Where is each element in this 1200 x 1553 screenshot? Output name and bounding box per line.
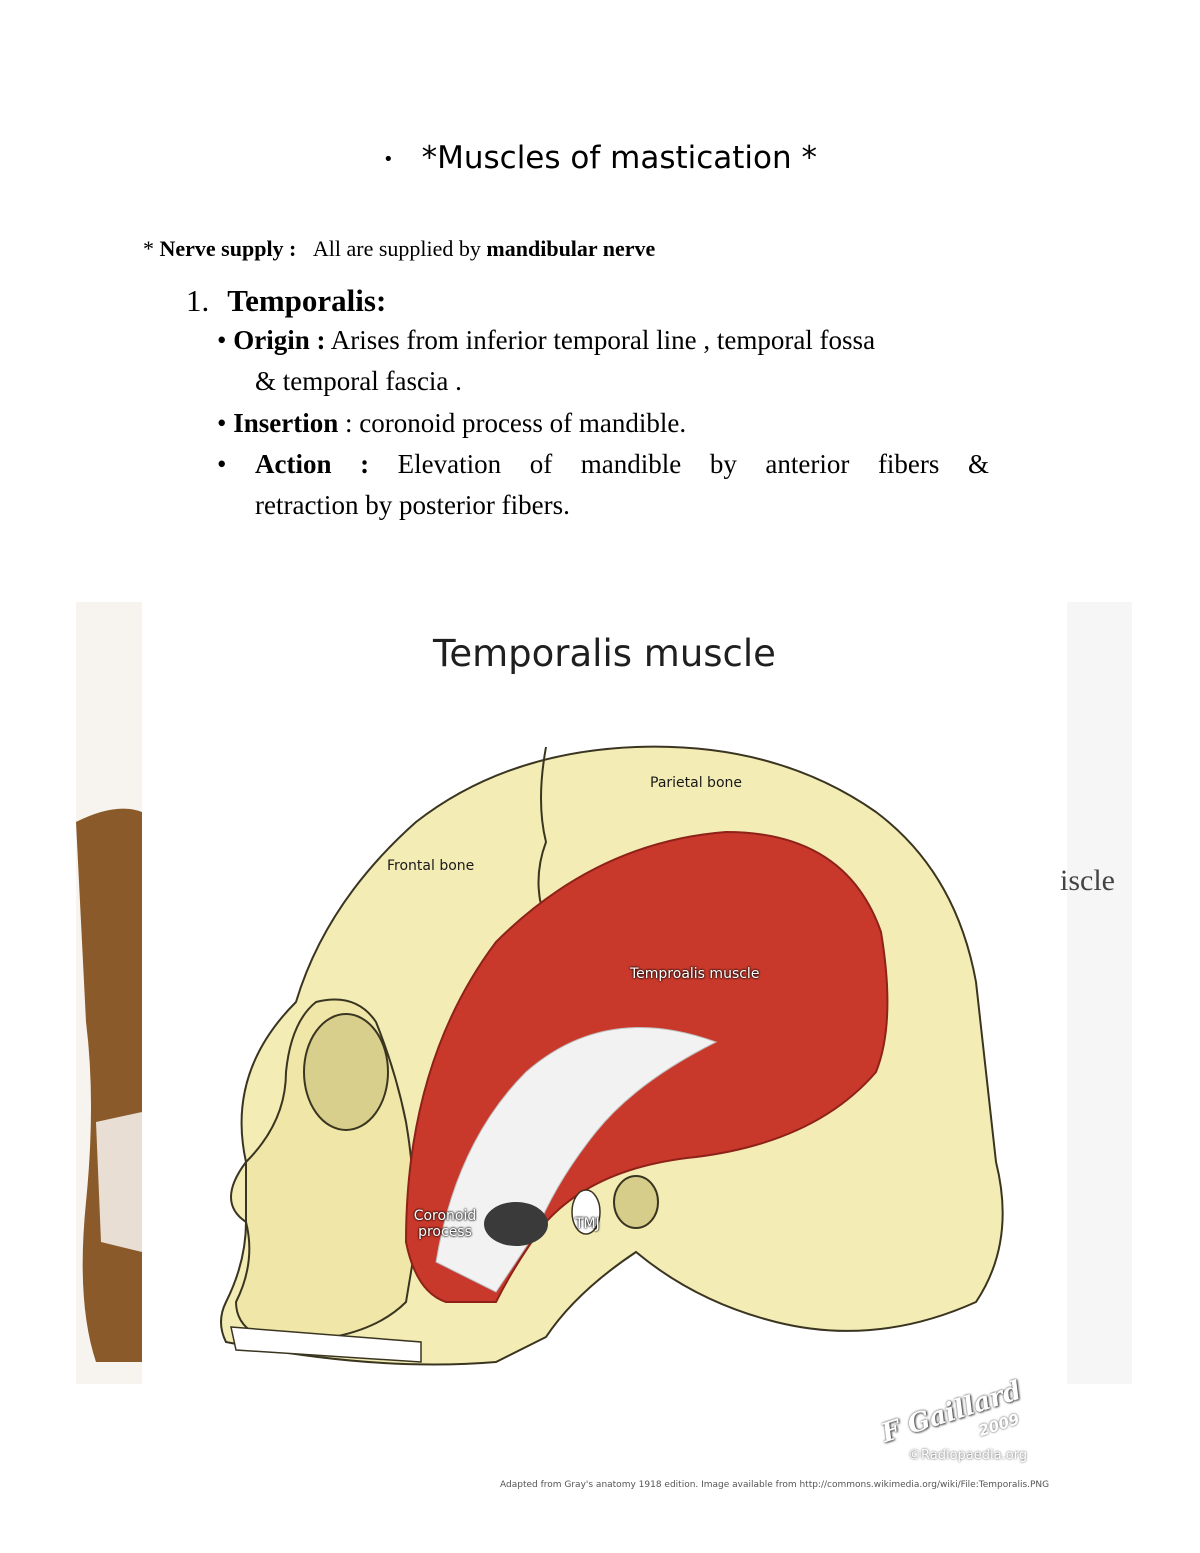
insertion-item: • Insertion : coronoid process of mandib… bbox=[217, 408, 687, 438]
section-title-text: Temporalis: bbox=[227, 283, 387, 318]
section-title: 1. Temporalis: bbox=[186, 283, 386, 319]
figure-title: Temporalis muscle bbox=[433, 632, 776, 675]
coronoid-shadow bbox=[484, 1202, 548, 1246]
insertion-text: : coronoid process of mandible. bbox=[338, 408, 687, 438]
label-temporalis-muscle: Temproalis muscle bbox=[630, 966, 760, 982]
page-heading: • *Muscles of mastication * bbox=[0, 140, 1200, 176]
action-line1: Elevation of mandible by anterior fibers… bbox=[397, 449, 989, 479]
action-item: • Action : Elevation of mandible by ante… bbox=[217, 444, 989, 526]
origin-item: • Origin : Arises from inferior temporal… bbox=[217, 320, 989, 402]
image-credit: Adapted from Gray's anatomy 1918 edition… bbox=[500, 1480, 1050, 1490]
action-label: Action : bbox=[255, 449, 370, 479]
heading-text: *Muscles of mastication * bbox=[421, 140, 818, 176]
watermark: F Gaillard 2009 ©Radiopaedia.org bbox=[878, 1376, 1058, 1472]
tmj-joint bbox=[571, 1189, 601, 1235]
label-parietal-bone: Parietal bone bbox=[650, 775, 742, 791]
right-figure-strip bbox=[1066, 602, 1132, 1384]
skull-illustration bbox=[76, 602, 1067, 1384]
nerve-label: Nerve supply : bbox=[159, 236, 297, 261]
label-frontal-bone: Frontal bone bbox=[387, 858, 475, 874]
nerve-supply-line: * Nerve supply : All are supplied by man… bbox=[143, 236, 655, 262]
side-cutoff-text: iscle bbox=[1060, 864, 1115, 897]
label-tmj: TMJ bbox=[575, 1216, 600, 1232]
origin-line1: Arises from inferior temporal line , tem… bbox=[325, 325, 876, 355]
left-skull-fragment bbox=[76, 808, 142, 1362]
watermark-site: ©Radiopaedia.org bbox=[908, 1448, 1028, 1463]
nerve-text: All are supplied by bbox=[312, 236, 487, 261]
ear-canal bbox=[613, 1175, 659, 1229]
left-teeth bbox=[96, 1112, 142, 1252]
label-coronoid-line1: Coronoid bbox=[413, 1208, 477, 1224]
orbit bbox=[303, 1013, 389, 1131]
section-number: 1. bbox=[186, 283, 210, 318]
heading-bullet: • bbox=[382, 149, 394, 170]
nerve-bold: mandibular nerve bbox=[486, 236, 656, 261]
origin-line2: & temporal fascia . bbox=[255, 366, 462, 396]
label-coronoid-line2: process bbox=[418, 1224, 472, 1240]
origin-label: Origin : bbox=[233, 325, 326, 355]
insertion-label: Insertion bbox=[233, 408, 339, 438]
label-coronoid-process: Coronoid process bbox=[405, 1208, 485, 1240]
nerve-prefix: * bbox=[143, 236, 160, 261]
action-line2: retraction by posterior fibers. bbox=[255, 490, 570, 520]
upper-teeth bbox=[230, 1326, 422, 1363]
